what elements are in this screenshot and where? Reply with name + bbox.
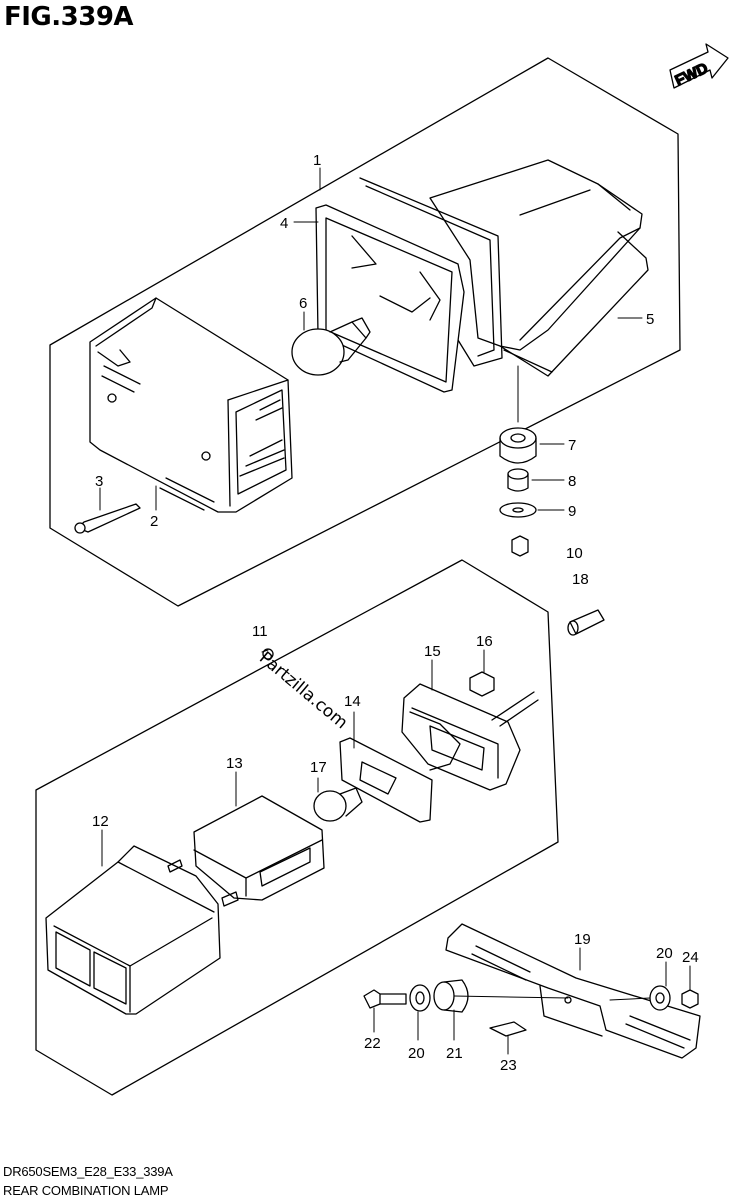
callout-16: 16 xyxy=(476,633,493,650)
collar-8 xyxy=(507,468,529,492)
callout-10: 10 xyxy=(566,545,583,562)
inner-lens-frame xyxy=(315,204,465,393)
callout-4: 4 xyxy=(280,215,288,232)
bracket-19 xyxy=(445,923,701,1059)
grommet-20-left xyxy=(409,984,431,1012)
callout-20-right: 20 xyxy=(656,945,673,962)
washer-9 xyxy=(499,502,537,518)
nut-11 xyxy=(262,648,274,660)
callout-20-left: 20 xyxy=(408,1045,425,1062)
callout-18: 18 xyxy=(572,571,589,588)
callout-1: 1 xyxy=(313,152,321,169)
screw-16 xyxy=(469,671,495,697)
callout-8: 8 xyxy=(568,473,576,490)
figure-title: FIG.339A xyxy=(4,2,134,32)
fwd-arrow-icon: FWD xyxy=(669,43,729,90)
group-boundary-upper xyxy=(49,57,681,607)
callout-17: 17 xyxy=(310,759,327,776)
callout-21: 21 xyxy=(446,1045,463,1062)
callout-23: 23 xyxy=(500,1057,517,1074)
callout-19: 19 xyxy=(574,931,591,948)
leader-lines xyxy=(99,167,691,1055)
callout-24: 24 xyxy=(682,949,699,966)
callout-15: 15 xyxy=(424,643,441,660)
nut-10 xyxy=(511,535,529,557)
callout-5: 5 xyxy=(646,311,654,328)
bulb-large xyxy=(291,317,371,376)
license-lens xyxy=(193,795,325,901)
grommet-7 xyxy=(499,427,537,464)
callout-7: 7 xyxy=(568,437,576,454)
callout-22: 22 xyxy=(364,1035,381,1052)
bolt-22 xyxy=(363,989,407,1009)
screw-3 xyxy=(74,503,141,534)
collar-18 xyxy=(567,609,605,636)
grommet-20-right xyxy=(649,985,671,1011)
callout-6: 6 xyxy=(299,295,307,312)
callout-9: 9 xyxy=(568,503,576,520)
callout-14: 14 xyxy=(344,693,361,710)
lamp-housing xyxy=(429,159,649,377)
license-gasket xyxy=(339,711,461,823)
drawing-code: DR650SEM3_E28_E33_339A xyxy=(3,1164,173,1179)
bulb-small xyxy=(313,787,363,822)
group-boundary-lower xyxy=(35,559,559,1096)
license-lamp-housing xyxy=(401,683,539,791)
clamp-23 xyxy=(489,1021,527,1037)
callouts: 1 4 6 5 7 8 9 10 18 3 2 11 16 15 14 17 1… xyxy=(92,152,699,1074)
callout-12: 12 xyxy=(92,813,109,830)
callout-11: 11 xyxy=(252,623,268,640)
callout-3: 3 xyxy=(95,473,103,490)
callout-2: 2 xyxy=(150,513,158,530)
nut-24 xyxy=(681,989,699,1009)
callout-13: 13 xyxy=(226,755,243,772)
drawing-name: REAR COMBINATION LAMP xyxy=(3,1183,169,1198)
tail-lens xyxy=(89,297,293,513)
license-lamp-base xyxy=(45,845,239,1015)
